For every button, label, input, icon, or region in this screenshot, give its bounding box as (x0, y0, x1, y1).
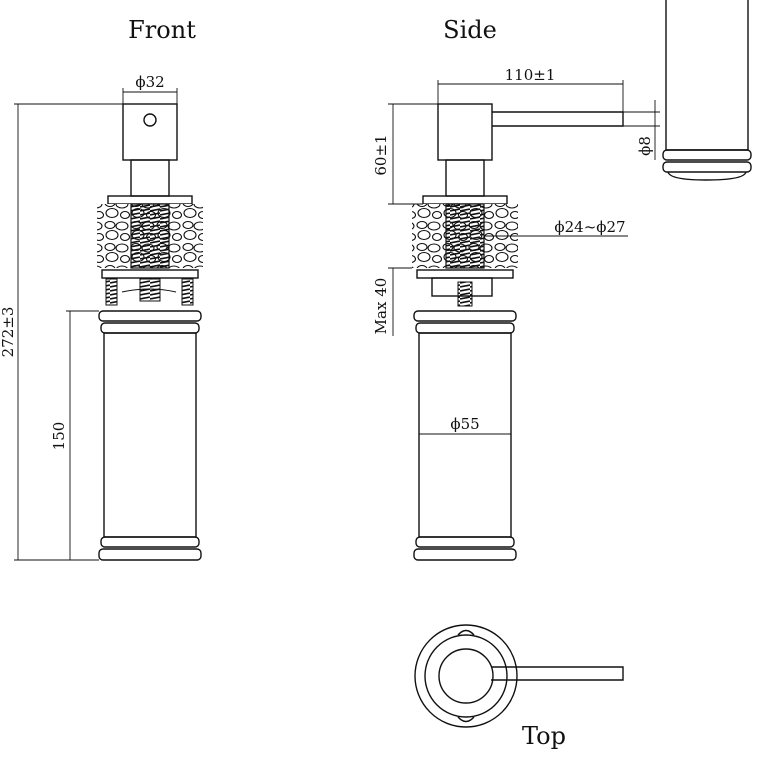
top-screw-notch-upper (457, 629, 475, 636)
front-center-connector (139, 278, 161, 302)
bottle-detail (662, 0, 752, 181)
side-threaded-shank (445, 203, 485, 269)
side-pump-head (437, 103, 493, 161)
front-view-title: Front (128, 16, 196, 44)
top-screw-notch-lower (457, 716, 475, 723)
side-neck (445, 159, 485, 197)
detail-upper-ring (662, 149, 752, 161)
front-bottle-lower-ring (100, 536, 200, 548)
side-bottle-lower-ring (415, 536, 515, 548)
front-bottle-body (103, 332, 197, 538)
side-bottle-top-ring (413, 310, 517, 322)
side-bottle-body (418, 332, 512, 538)
top-view-title: Top (522, 722, 566, 750)
top-spout (491, 666, 624, 681)
side-view-title: Side (443, 16, 497, 44)
front-bottle-second-ring (100, 322, 200, 334)
side-bottle-bottom-ring (413, 548, 517, 561)
front-flange (107, 195, 193, 205)
side-bottle-second-ring (415, 322, 515, 334)
front-right-screw (181, 278, 194, 306)
spout-diameter-label: ϕ8 (636, 136, 654, 156)
front-head-hole (143, 113, 157, 127)
front-clip-arc (121, 288, 177, 293)
top-pump-head (438, 648, 494, 704)
detail-bottle-body (665, 0, 749, 151)
side-nut-plate (416, 269, 514, 279)
front-bottle-top-ring (98, 310, 202, 322)
head-height-label: 60±1 (372, 134, 390, 175)
front-neck (130, 159, 170, 197)
bottle-height-label: 150 (50, 422, 68, 451)
detail-lower-ring (662, 161, 752, 173)
head-diameter-label: ϕ32 (135, 73, 164, 91)
side-flange (422, 195, 508, 205)
hole-diameter-label: ϕ24~ϕ27 (554, 218, 625, 236)
front-view: ϕ32 272±3 150 (0, 73, 203, 561)
top-view (414, 624, 624, 728)
front-left-screw (105, 278, 118, 306)
side-spout (492, 111, 624, 127)
front-threaded-shank (130, 203, 170, 269)
front-nut-plate (101, 269, 199, 279)
bottle-diameter-label: ϕ55 (450, 415, 479, 433)
front-pump-head (122, 103, 178, 161)
side-view: 110±1 60±1 Max 40 ϕ8 ϕ24~ϕ27 ϕ55 (372, 66, 660, 561)
side-center-connector (457, 281, 473, 307)
total-height-label: 272±3 (0, 307, 17, 358)
top-outer-flange (414, 624, 518, 728)
spout-length-label: 110±1 (505, 66, 556, 84)
top-inner-ring (424, 634, 508, 718)
max-thickness-label: Max 40 (372, 278, 390, 335)
front-bottle-bottom-ring (98, 548, 202, 561)
detail-bottle-base (667, 171, 747, 181)
